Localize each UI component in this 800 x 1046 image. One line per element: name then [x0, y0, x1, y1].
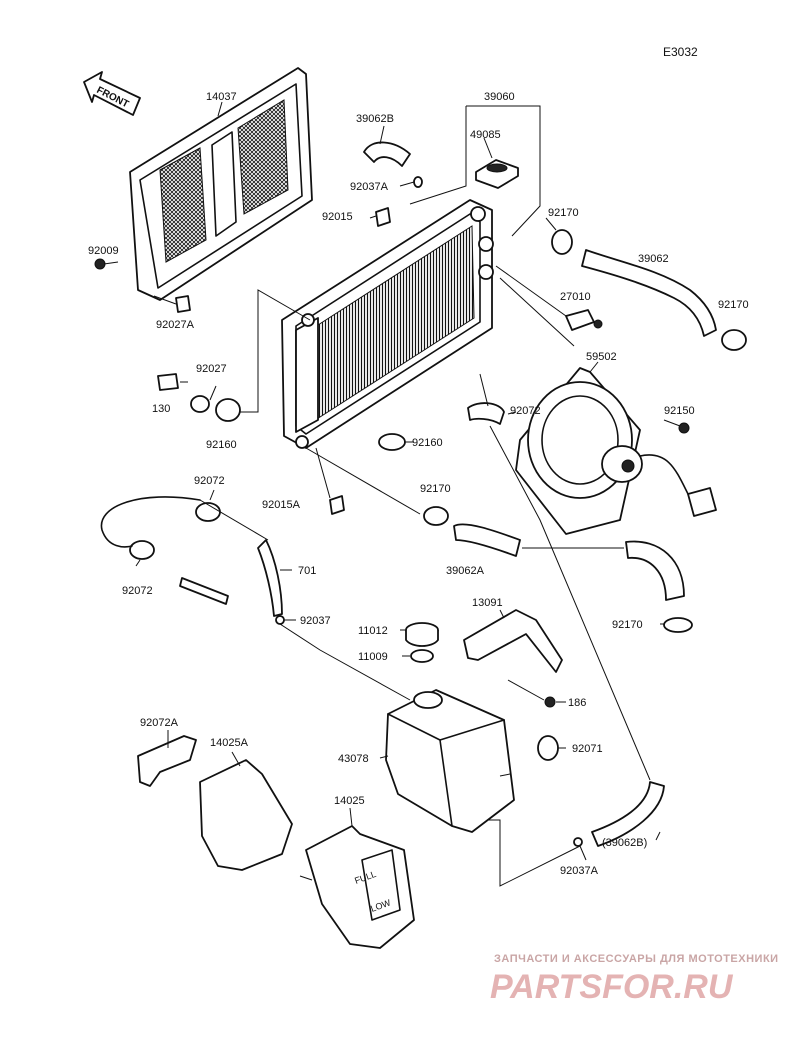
label-11012: 11012 [358, 625, 388, 637]
radiator-core [281, 199, 494, 449]
label-186: 186 [568, 697, 586, 709]
overflow-hose [100, 496, 201, 548]
reservoir-tank-43078 [385, 689, 515, 833]
watermark-line2: PARTSFOR.RU [490, 968, 734, 1006]
label-13091: 13091 [472, 597, 503, 609]
label-43078: 43078 [338, 753, 369, 765]
clamp-92072-b [195, 502, 221, 522]
clip-92037A-bottom [573, 837, 583, 847]
clip-92015 [375, 207, 391, 227]
bolt-130 [157, 373, 179, 391]
clamp-92170-a [551, 229, 573, 255]
watermark-line1: ЗАПЧАСТИ И АКСЕССУАРЫ ДЛЯ МОТОТЕХНИКИ [494, 953, 779, 965]
grommet-92160-a [215, 398, 241, 422]
reservoir-cap-11012 [405, 622, 439, 647]
gasket-11009 [410, 649, 434, 663]
bracket-13091 [463, 609, 563, 673]
label-92072-a: 92072 [510, 405, 541, 417]
label-39060: 39060 [484, 91, 515, 103]
label-92027A: 92027A [156, 319, 195, 331]
label-92160-b: 92160 [412, 437, 443, 449]
label-27010: 27010 [560, 291, 591, 303]
label-14037: 14037 [206, 91, 237, 103]
clamp-92170-b [721, 329, 747, 351]
label-92170-b: 92170 [718, 299, 749, 311]
hose-39062B-bottom [591, 781, 665, 847]
label-49085: 49085 [470, 129, 501, 141]
pipe-straight [179, 577, 229, 605]
label-59502: 59502 [586, 351, 617, 363]
clamp-92170-c [423, 506, 449, 526]
hose-39062A [453, 523, 521, 557]
label-92015: 92015 [322, 211, 353, 223]
collar-92027 [190, 395, 210, 413]
label-92072-b: 92072 [194, 475, 225, 487]
watermark: ЗАПЧАСТИ И АКСЕССУАРЫ ДЛЯ МОТОТЕХНИКИ PA… [490, 953, 779, 1006]
label-92170-a: 92170 [548, 207, 579, 219]
callout-labels: 14037 39060 39062B 49085 92037A 92015 92… [88, 91, 749, 877]
label-39062B-top: 39062B [356, 113, 394, 125]
label-14025A: 14025A [210, 737, 249, 749]
clip-92037 [275, 615, 285, 625]
clip-92037A-top [413, 176, 423, 188]
label-92027: 92027 [196, 363, 227, 375]
grommet-92027A [175, 295, 191, 313]
clip-92015A [329, 495, 345, 515]
front-arrow-icon: FRONT [83, 71, 141, 116]
label-39062: 39062 [638, 253, 669, 265]
label-92150: 92150 [664, 405, 695, 417]
hose-39062B-top [363, 141, 411, 167]
label-92015A: 92015A [262, 499, 301, 511]
cover-14025A [199, 759, 293, 871]
cover-14025: FULL LOW [305, 825, 415, 949]
bracket-92072A [137, 735, 197, 787]
label-92037A-bottom: 92037A [560, 865, 599, 877]
label-130: 130 [152, 403, 170, 415]
label-92037A-top: 92037A [350, 181, 389, 193]
pipe-701 [257, 539, 283, 617]
hose-39062 [581, 249, 717, 337]
label-92072-c: 92072 [122, 585, 153, 597]
label-701: 701 [298, 565, 316, 577]
clamp-92170-d [663, 617, 693, 633]
label-92037: 92037 [300, 615, 331, 627]
label-92072A: 92072A [140, 717, 179, 729]
radiator-cap-49085 [475, 159, 519, 189]
label-92009: 92009 [88, 245, 119, 257]
grommet-92160-b [378, 433, 406, 451]
radiator-screen [129, 67, 313, 301]
label-92170-d: 92170 [612, 619, 643, 631]
fan-switch-27010 [565, 309, 603, 331]
hose-39062-lower [625, 540, 685, 601]
leader-lines [103, 101, 681, 887]
bolt-92009 [94, 258, 106, 270]
label-39062B-bottom: (39062B) [602, 837, 647, 849]
grommet-92071 [537, 735, 559, 761]
label-11009: 11009 [358, 651, 388, 663]
label-92071: 92071 [572, 743, 603, 755]
clamp-92072-c [129, 540, 155, 560]
cooling-fan-59502 [515, 367, 717, 535]
bolt-92150 [678, 422, 690, 434]
label-92160-a: 92160 [206, 439, 237, 451]
diagram-code: E3032 [663, 45, 698, 59]
clamp-92072-a [467, 402, 505, 425]
label-92170-c: 92170 [420, 483, 451, 495]
label-39062A: 39062A [446, 565, 485, 577]
bolt-186 [544, 696, 556, 708]
label-14025: 14025 [334, 795, 365, 807]
